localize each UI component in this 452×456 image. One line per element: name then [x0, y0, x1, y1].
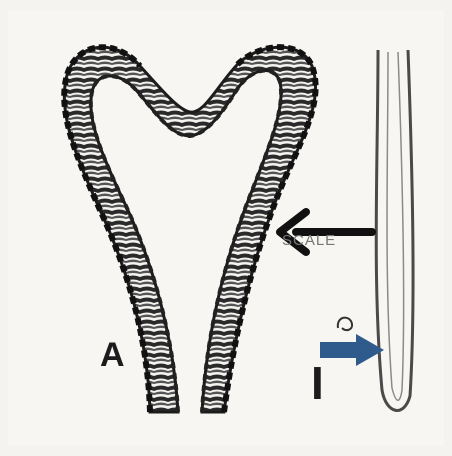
small-hook-mark: [338, 318, 352, 330]
straight-tubule: [376, 50, 413, 410]
arrow-right-icon: [320, 334, 384, 366]
scale-label: SCALE: [282, 232, 336, 249]
scale-bar: I: [311, 360, 324, 406]
straight-tubule-inner: [387, 52, 404, 400]
figure-letter-label: A: [100, 336, 125, 375]
straight-tubule-outline: [376, 50, 413, 410]
